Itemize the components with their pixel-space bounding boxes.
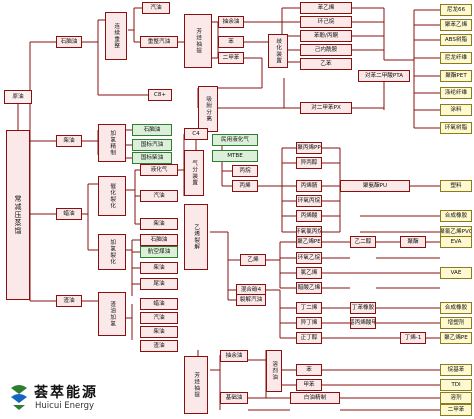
node-final-plasticizer: 增塑剂 (440, 317, 472, 329)
node-final-xylene: 二甲苯 (440, 404, 472, 416)
node-final-pet: 聚酯PET (440, 70, 472, 82)
node-final-abs: ABS树脂 (440, 34, 472, 46)
node-pyrolysis-gasoline: 裂解汽油 (236, 294, 266, 306)
node-toluene-2: 甲苯 (296, 379, 322, 391)
node-national-diesel: 国标柴油 (132, 152, 172, 164)
node-propylene: 丙烯 (232, 180, 258, 192)
node-residue: 渣油 (56, 295, 82, 307)
node-isobutylene: 异丁烯 (296, 317, 322, 329)
node-raffinate-top: 抽余油 (218, 16, 244, 28)
node-acrylonitrile: 丙烯腈 (296, 180, 322, 192)
node-rh-gasoline: 汽油 (140, 312, 178, 324)
node-butadiene: 丁二烯 (296, 302, 322, 314)
node-gas-separation: 气分装置 (184, 150, 204, 196)
node-acrylic-acid: 丙烯酸 (296, 210, 322, 222)
node-phenol-acetone: 苯酚/丙酮 (300, 30, 352, 42)
node-continuous-reform: 连续重整 (105, 12, 127, 60)
logo-chinese-name: 荟萃能源 (34, 385, 98, 401)
node-paraxylene: 对二甲苯PX (300, 102, 352, 114)
node-hydrocracking: 加氢裂化 (98, 234, 126, 270)
node-c8-plus: C8+ (148, 89, 172, 101)
node-final-rubber-2: 合成橡胶 (440, 302, 472, 314)
node-disproportionation: 歧化装置 (268, 34, 288, 68)
node-wax-oil: 蜡油 (56, 208, 82, 220)
node-white-oil: 白油精制 (290, 392, 340, 404)
node-aromatic-extraction: 芳烃抽提 (184, 14, 212, 68)
node-mma: 甲基丙烯酸甲酯 (350, 317, 376, 329)
node-final-rubber: 合成橡胶 (440, 210, 472, 222)
node-naphtha: 石脑油 (56, 36, 82, 48)
node-final-plastic: 塑料 (440, 180, 472, 192)
node-ethylbenzene: 乙苯 (300, 58, 352, 70)
node-rh-residue: 渣油 (140, 340, 178, 352)
node-ethylene: 乙烯 (240, 254, 266, 266)
node-hc-naphtha: 石脑油 (140, 234, 178, 246)
node-jet-fuel: 航空煤油 (140, 246, 178, 258)
node-reformate-gasoline: 重整汽油 (140, 36, 178, 48)
node-ethylene-oxide: 环氧乙烷 (296, 252, 322, 264)
node-residue-hydrotreating: 渣油加氢 (98, 292, 126, 336)
node-final-vae: VAE (440, 267, 472, 279)
node-cat-gasoline: 汽油 (140, 190, 178, 202)
node-cyclohexane: 环己烷 (300, 16, 352, 28)
node-propane: 丙烷 (232, 165, 258, 177)
node-polyester: 聚酯 (400, 236, 426, 248)
node-n-butanol: 正丁醇 (296, 332, 322, 344)
node-final-nylon66: 尼龙66 (440, 4, 472, 16)
node-tail-oil: 尾油 (140, 278, 178, 290)
node-rh-wax: 蜡油 (140, 298, 178, 310)
node-isopropanol: 异丙醇 (296, 157, 322, 169)
node-hydrofining: 加氢精制 (98, 124, 126, 162)
node-lpg: 液化气 (140, 164, 178, 176)
logo-english-name: Huicui Energy (35, 401, 95, 411)
node-final-coating: 涂料 (440, 104, 472, 116)
node-benzene: 苯 (218, 36, 244, 48)
node-ethylene-cracking: 乙烯裂解 (184, 204, 208, 270)
node-styrene: 苯乙烯 (300, 2, 352, 14)
node-final-polystyrene: 聚苯乙烯 (440, 19, 472, 31)
node-final-pe-comonomer: 聚乙烯PE (440, 332, 472, 344)
node-polypropylene: 聚丙烯PP (296, 142, 322, 154)
node-final-eva: EVA (440, 236, 472, 248)
node-vinyl-chloride: 氯乙烯 (296, 267, 322, 279)
huicui-logo-icon (11, 385, 27, 410)
node-c4: C4 (184, 128, 208, 140)
node-rh-diesel: 柴油 (140, 326, 178, 338)
node-gasoline-top: 汽油 (142, 2, 170, 14)
brand-logo: 荟萃能源 Huicui Energy (8, 382, 158, 414)
node-cat-diesel: 柴油 (140, 218, 178, 230)
node-caprolactam: 己内酰胺 (300, 44, 352, 56)
node-final-solvent: 溶剂 (440, 392, 472, 404)
node-sbr: 丁苯橡胶 (350, 302, 376, 314)
node-polyethylene: 聚乙烯PE (296, 236, 322, 248)
node-pta: 对苯二甲酸PTA (358, 70, 410, 82)
node-final-lab: 烷基苯 (440, 364, 472, 376)
node-hydro-naphtha: 石脑油 (132, 124, 172, 136)
node-butene1: 丁烯-1 (400, 332, 426, 344)
node-xylene: 二甲苯 (218, 52, 244, 64)
node-adsorption-separation: 吸附分离 (198, 86, 218, 132)
node-hc-diesel: 柴油 (140, 262, 178, 274)
node-raffinate-bottom: 抽余油 (220, 350, 248, 362)
node-national-gasoline: 国标汽油 (132, 139, 172, 151)
node-catalytic-cracking: 催化裂化 (98, 176, 126, 216)
node-vinyl-acetate: 醋酸乙烯 (296, 282, 322, 294)
node-crude-oil: 原油 (4, 90, 32, 104)
node-aromatic-extraction-2: 芳烃抽提 (184, 356, 208, 414)
node-propylene-oxide: 环氧丙烷 (296, 195, 322, 207)
node-benzene-2: 苯 (296, 364, 322, 376)
node-solvent-oil: 溶剂油 (266, 350, 282, 392)
node-civil-lpg: 民用液化气 (212, 134, 258, 146)
node-diesel-fraction: 柴油 (56, 135, 82, 147)
node-ethylene-glycol: 乙二醇 (350, 236, 376, 248)
node-final-tdi: TDI (440, 379, 472, 391)
node-mtbe: MTBE (212, 150, 258, 162)
node-base-oil: 基础油 (220, 392, 248, 404)
node-final-epoxy: 环氧树脂 (440, 122, 472, 134)
node-final-polyester-fiber: 涤纶纤维 (440, 87, 472, 99)
node-polyurethane: 聚氨酯PU (340, 180, 410, 192)
node-distillation: 常减压蒸馏 (6, 130, 30, 300)
node-final-nylon-fiber: 尼龙纤维 (440, 52, 472, 64)
